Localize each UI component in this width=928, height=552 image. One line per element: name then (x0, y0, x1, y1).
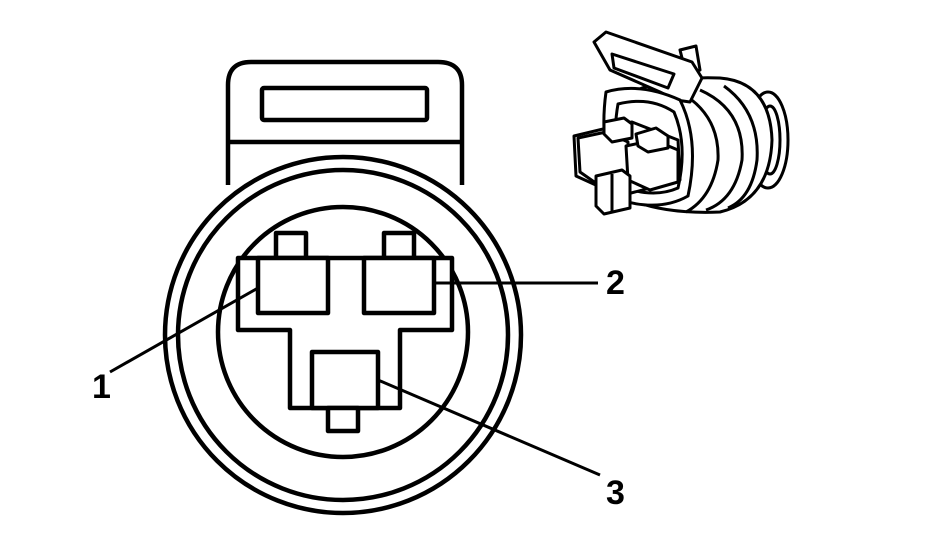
barrel-rib (679, 90, 720, 214)
terminal-3-cavity (309, 349, 381, 411)
terminal-2-latch (381, 230, 417, 261)
leader-line-1 (109, 286, 259, 374)
callout-1: 1 (92, 368, 111, 406)
leader-line-3 (377, 378, 601, 477)
connector-face-view (162, 59, 524, 516)
iso-terminal-left-latch (602, 116, 634, 144)
barrel-rib (699, 88, 744, 212)
callout-2: 2 (606, 264, 625, 302)
iso-lock-latch-slot (610, 52, 676, 90)
terminal-3-latch (325, 405, 361, 434)
callout-labels: 1 2 3 (92, 264, 625, 512)
lock-tab-slot (259, 85, 430, 123)
iso-terminal-right-latch (634, 126, 670, 154)
connector-cavity-ring (215, 204, 471, 460)
terminal-1-cavity (255, 255, 331, 316)
leader-lines (109, 281, 601, 477)
connector-isometric-view (572, 30, 790, 216)
barrel-rib (723, 84, 759, 210)
terminal-1-latch (273, 230, 309, 261)
terminal-2-cavity (361, 255, 437, 316)
callout-3: 3 (606, 474, 625, 512)
